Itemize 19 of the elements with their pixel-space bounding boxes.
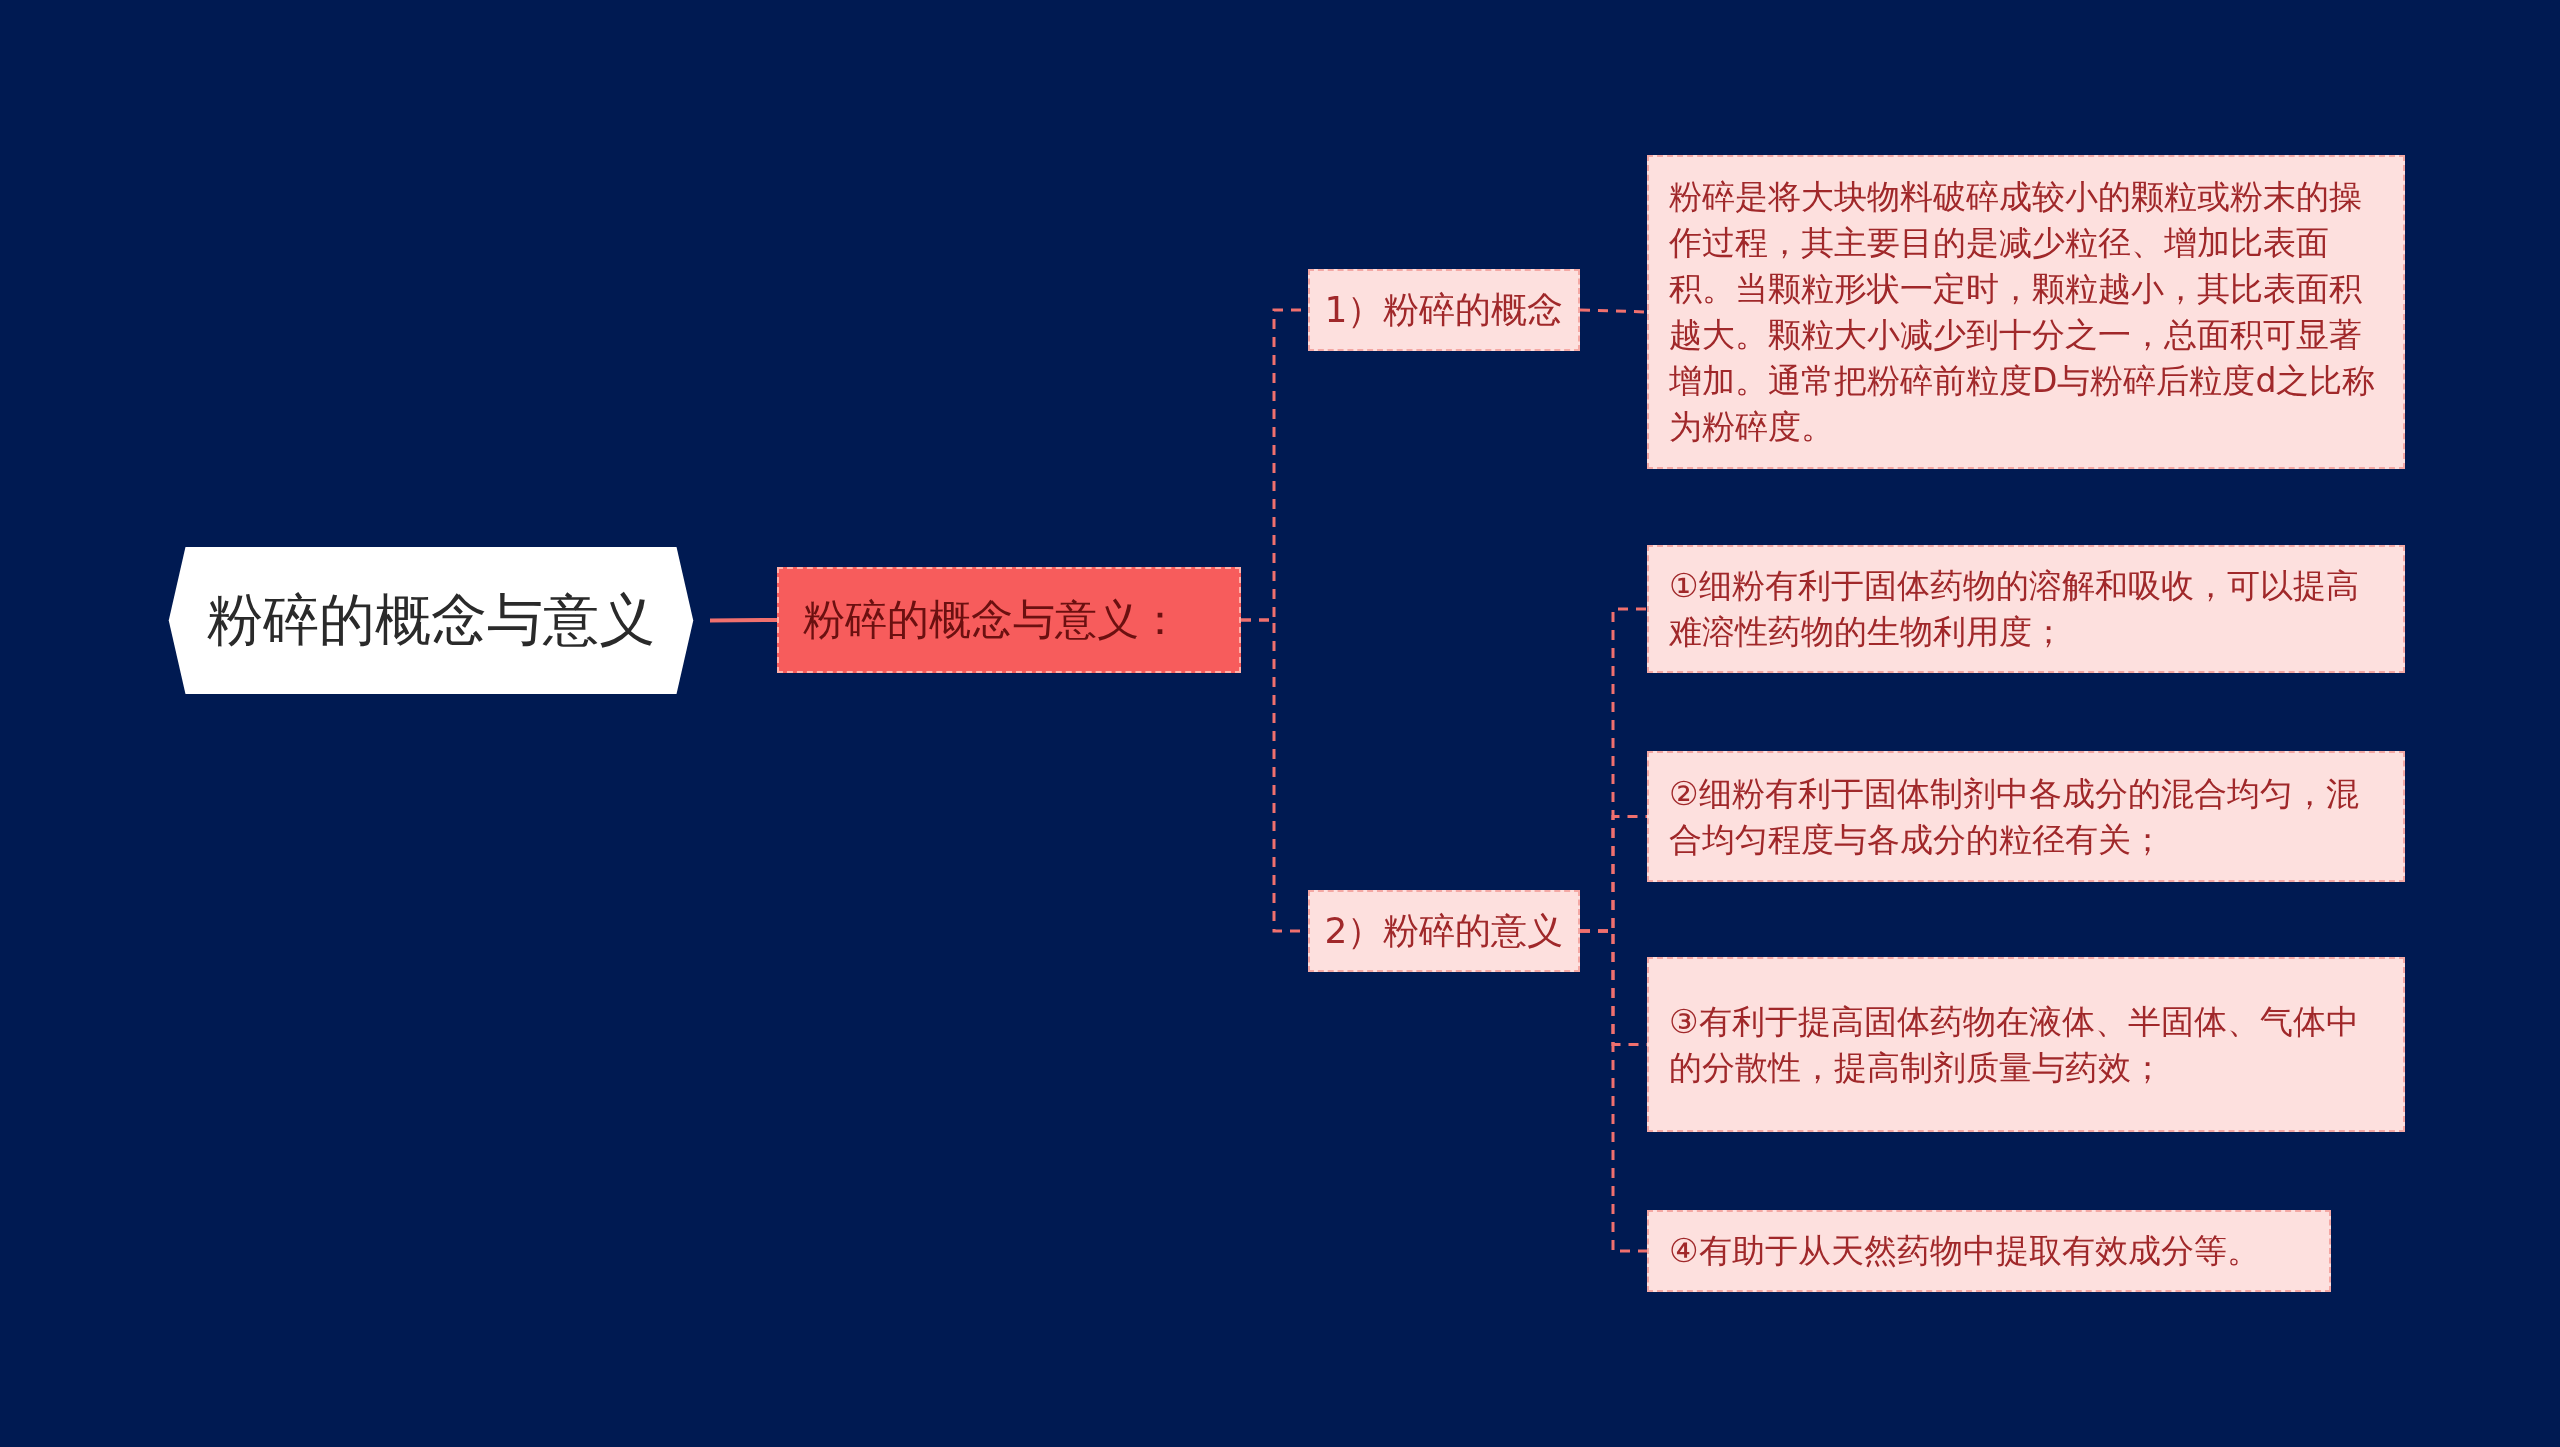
connector-line [710,618,777,623]
node-text: ①细粉有利于固体药物的溶解和吸收，可以提高难溶性药物的生物利用度； [1669,565,2360,653]
text-box [1647,155,2405,469]
branch-box [1308,269,1580,351]
node-text: ④有助于从天然药物中提取有效成分等。 [1669,1230,2260,1272]
text-box [1647,751,2405,882]
node-text: 粉碎的概念与意义 [207,585,655,654]
node-text: 2）粉碎的意义 [1324,908,1564,953]
text-box [1647,957,2405,1132]
text-box [1647,545,2405,673]
node-text: 粉碎是将大块物料破碎成较小的颗粒或粉末的操作过程，其主要目的是减少粒径、增加比表面积。当颗粒形状一定时，颗粒越小，其比表面积越大。颗粒大小减少到十分之一，总面积可显著增加。通常把粉碎前粒度D与粉碎后粒度d之比称为粉碎度。 [1669,176,2377,448]
node-text: 1）粉碎的概念 [1324,287,1564,332]
node-text: ②细粉有利于固体制剂中各成分的混合均匀，混合均匀程度与各成分的粒径有关； [1669,772,2360,861]
connector-line [1580,929,1647,1253]
branch-box [1308,890,1580,972]
topic-box [777,567,1241,673]
node-text: 粉碎的概念与意义： [803,594,1181,646]
text-box [1647,1210,2331,1292]
node-text: ③有利于提高固体药物在液体、半固体、气体中的分散性，提高制剂质量与药效； [1669,1000,2360,1089]
